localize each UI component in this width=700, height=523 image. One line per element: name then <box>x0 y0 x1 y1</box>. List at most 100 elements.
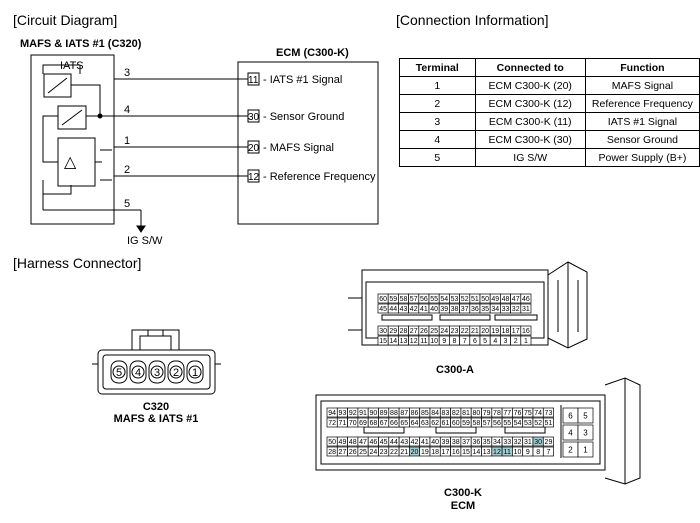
c300a-back-shell <box>547 261 588 349</box>
c300k-pin-55: 55 <box>501 417 513 428</box>
svg-text:37: 37 <box>462 439 470 446</box>
c300k-pin-10: 10 <box>512 446 524 457</box>
svg-text:33: 33 <box>503 439 511 446</box>
c300k-side-pin-2: 2 <box>562 441 579 458</box>
c300k-pin-91: 91 <box>357 407 369 418</box>
svg-text:66: 66 <box>390 420 398 427</box>
svg-text:46: 46 <box>522 296 530 303</box>
svg-text:42: 42 <box>411 439 419 446</box>
c300a-pin-18: 18 <box>500 325 511 336</box>
c300k-pin-64: 64 <box>409 417 421 428</box>
c300k-pin-39: 39 <box>439 436 451 447</box>
c300a-pin-10: 10 <box>428 335 440 346</box>
svg-text:5: 5 <box>583 411 588 420</box>
c300k-pin-86: 86 <box>409 407 421 418</box>
svg-text:56: 56 <box>493 420 501 427</box>
c300a-pin-26: 26 <box>418 325 430 336</box>
c300a-pin-29: 29 <box>387 325 399 336</box>
c300k-pin-89: 89 <box>378 407 390 418</box>
c300a-pin-58: 58 <box>398 293 409 304</box>
sensor-pin-2: 2 <box>124 164 130 176</box>
svg-text:4: 4 <box>493 338 497 345</box>
svg-text:1: 1 <box>192 367 198 379</box>
svg-text:16: 16 <box>522 328 530 335</box>
c300k-pin-76: 76 <box>512 407 524 418</box>
svg-text:40: 40 <box>430 306 438 313</box>
svg-text:21: 21 <box>400 449 408 456</box>
svg-text:72: 72 <box>328 420 336 427</box>
triangle-icon: △ <box>64 154 77 171</box>
c300k-side-pin-6: 6 <box>562 407 579 424</box>
c320-pin-1: 1 <box>186 360 204 384</box>
svg-text:32: 32 <box>512 306 520 313</box>
svg-text:49: 49 <box>491 296 499 303</box>
c320-name: C320 <box>143 401 169 413</box>
svg-text:44: 44 <box>389 306 397 313</box>
c300k-pin-66: 66 <box>388 417 400 428</box>
svg-text:57: 57 <box>483 420 491 427</box>
svg-text:56: 56 <box>420 296 428 303</box>
c300a-pin-20: 20 <box>479 325 491 336</box>
svg-text:53: 53 <box>451 296 459 303</box>
c300k-pin-44: 44 <box>388 436 400 447</box>
c300k-pin-85: 85 <box>419 407 431 418</box>
svg-text:31: 31 <box>522 306 530 313</box>
svg-text:43: 43 <box>400 306 408 313</box>
c300k-pin-54: 54 <box>512 417 524 428</box>
svg-text:68: 68 <box>369 420 377 427</box>
c300k-pin-8: 8 <box>532 446 544 457</box>
ecm-signal-ref: - Reference Frequency <box>263 171 376 183</box>
cell-connected: ECM C300-K (11) <box>474 112 586 131</box>
c300k-pin-19: 19 <box>419 446 431 457</box>
c300a-pin-19: 19 <box>489 325 501 336</box>
c300k-pin-37: 37 <box>460 436 472 447</box>
c300k-pin-22: 22 <box>388 446 400 457</box>
c300a-pin-57: 57 <box>408 293 420 304</box>
svg-text:32: 32 <box>514 439 522 446</box>
c300k-pin-92: 92 <box>347 407 359 418</box>
svg-text:17: 17 <box>442 449 450 456</box>
c300k-pin-70: 70 <box>347 417 359 428</box>
c300k-pin-29: 29 <box>542 436 554 447</box>
c300k-pin-18: 18 <box>429 446 441 457</box>
c300a-pin-30: 30 <box>377 325 389 336</box>
svg-text:14: 14 <box>472 449 480 456</box>
connection-info-heading: [Connection Information] <box>396 12 549 28</box>
c300k-pin-41: 41 <box>419 436 431 447</box>
svg-text:12: 12 <box>410 338 418 345</box>
c300k-pin-81: 81 <box>460 407 472 418</box>
connection-table: Terminal Connected to Function 1 ECM C30… <box>399 58 700 167</box>
c300a-pin-35: 35 <box>479 303 491 314</box>
svg-text:7: 7 <box>546 449 550 456</box>
c300k-pin-87: 87 <box>398 407 410 418</box>
ecm-signal-mafs: - MAFS Signal <box>263 142 334 154</box>
c300a-pin-12: 12 <box>408 335 420 346</box>
c300k-pin-40: 40 <box>429 436 441 447</box>
svg-text:31: 31 <box>524 439 532 446</box>
c300k-pin-93: 93 <box>336 407 348 418</box>
c300a-pin-48: 48 <box>500 293 511 304</box>
c300k-pin-17: 17 <box>439 446 451 457</box>
sensor-title: MAFS & IATS #1 (C320) <box>20 38 142 50</box>
svg-text:51: 51 <box>471 296 479 303</box>
c300k-pin-21: 21 <box>398 446 410 457</box>
svg-text:91: 91 <box>359 410 367 417</box>
svg-text:64: 64 <box>411 420 419 427</box>
svg-text:30: 30 <box>534 439 542 446</box>
svg-text:88: 88 <box>390 410 398 417</box>
c300a-pin-45: 45 <box>377 303 389 314</box>
c300k-pin-28: 28 <box>326 446 338 457</box>
cell-function: MAFS Signal <box>584 76 700 95</box>
svg-text:16: 16 <box>452 449 460 456</box>
svg-text:27: 27 <box>410 328 418 335</box>
svg-text:23: 23 <box>380 449 388 456</box>
svg-text:4: 4 <box>135 367 141 379</box>
svg-text:62: 62 <box>431 420 439 427</box>
c300k-pin-23: 23 <box>378 446 390 457</box>
ecm-pin-30: 30 <box>248 112 260 123</box>
c300k-back-shell <box>604 377 641 485</box>
svg-text:15: 15 <box>379 338 387 345</box>
arrow-down-icon <box>136 225 146 233</box>
svg-text:60: 60 <box>452 420 460 427</box>
c300k-sublabel: ECM <box>451 500 475 512</box>
